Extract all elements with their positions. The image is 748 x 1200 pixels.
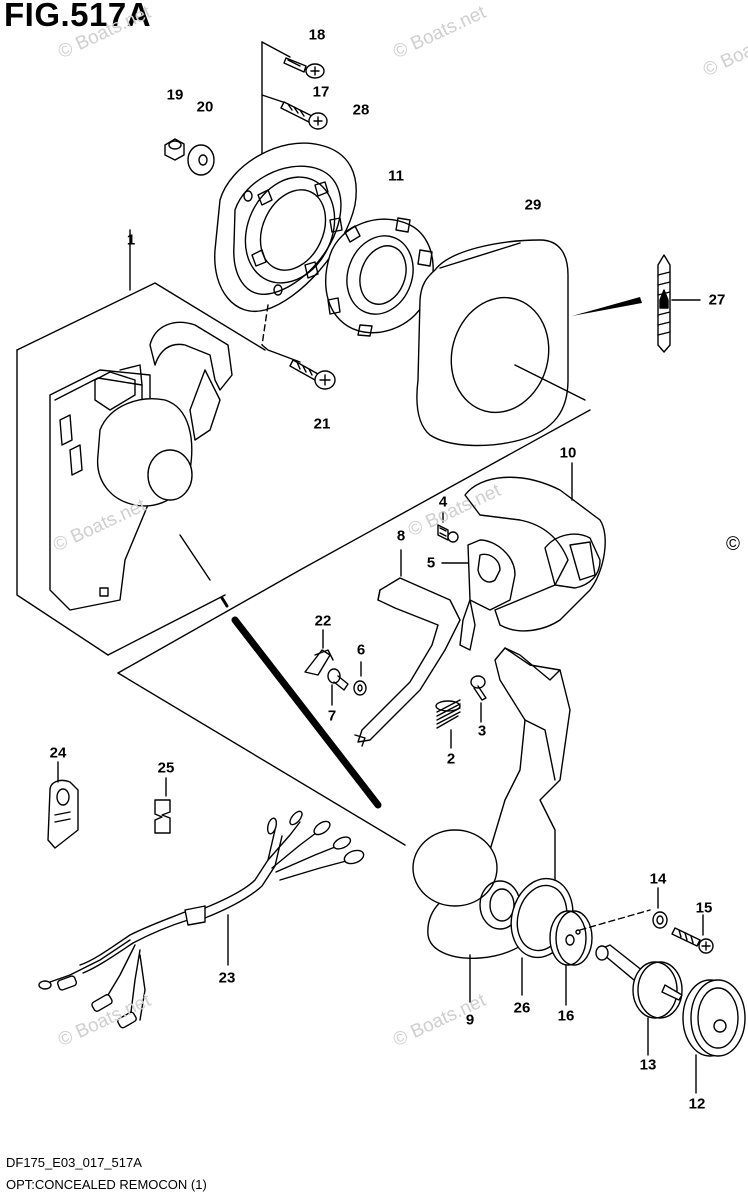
box-1-bottom [107,594,226,656]
callout-12: 12 [688,1095,706,1113]
callout-5: 5 [426,554,436,572]
part-17-screw [280,101,328,130]
figure-code: DF175_E03_017_517A [6,1155,142,1170]
leader-21 [261,344,301,363]
figure-caption: OPT:CONCEALED REMOCON (1) [6,1177,207,1192]
part-1-remote-control-assembly [49,321,233,611]
box-2-top-edge [117,409,591,674]
callout-21: 21 [313,415,331,433]
part-16-plate [549,910,593,966]
thick-arrow-bar [231,616,382,809]
callout-6: 6 [356,641,366,659]
callout-23: 23 [218,969,236,987]
part-15-bolt [671,927,714,954]
box-2-left-edge [117,672,406,846]
callout-2: 2 [446,750,456,768]
callout-25: 25 [157,759,175,777]
part-24-terminal [47,779,79,849]
part-8-bracket [354,577,461,747]
part-20-washer [187,144,215,176]
part-11-retainer-ring [325,217,434,337]
box-1-top [16,282,266,351]
part-28-bezel [214,142,357,313]
arrow-27 [572,297,642,316]
part-18-screw [283,57,325,79]
callout-8: 8 [396,527,406,545]
part-5-switch [459,539,516,651]
part-3-screw [470,675,487,701]
callout-14: 14 [649,870,667,888]
callout-13: 13 [639,1056,657,1074]
part-2-spring [435,699,461,729]
leader-1-lower [179,534,211,581]
callout-9: 9 [465,1011,475,1029]
part-4-screw [437,524,459,543]
callout-11: 11 [388,167,404,185]
callout-29: 29 [524,196,542,214]
callout-26: 26 [513,999,531,1017]
callout-28: 28 [352,101,370,119]
callout-7: 7 [327,707,337,725]
callout-27: 27 [708,291,726,309]
box-1-left [16,349,109,656]
part-13-shaft [595,944,683,1019]
part-29-gasket [416,239,569,447]
callout-24: 24 [49,744,67,762]
part-22-clip [304,649,334,676]
part-7-screw [327,668,349,691]
leader-28-21 [261,304,269,346]
part-12-knob [682,979,746,1057]
callout-1: 1 [126,231,136,249]
part-19-nut [164,138,185,161]
callout-20: 20 [196,98,214,116]
callout-22: 22 [314,612,332,630]
callout-4: 4 [438,493,448,511]
leader-16-14 [579,909,651,931]
callout-17: 17 [312,83,330,101]
dash-mark [220,596,229,608]
part-23-wire-harness [38,810,365,1029]
part-21-screw [289,359,336,390]
leader-29-box [514,364,586,401]
part-14-washer [652,911,668,929]
copyright-symbol: © [726,534,740,555]
callout-15: 15 [695,899,713,917]
callout-10: 10 [559,444,577,462]
callout-16: 16 [557,1007,575,1025]
part-6-washer [353,680,367,696]
callout-18: 18 [308,26,326,44]
part-25-clip [154,799,171,834]
part-10-cover [464,476,606,632]
callout-3: 3 [477,722,487,740]
part-27-cable-tie [657,254,671,353]
figure-title: FIG.517A [4,0,152,33]
callout-19: 19 [166,86,184,104]
